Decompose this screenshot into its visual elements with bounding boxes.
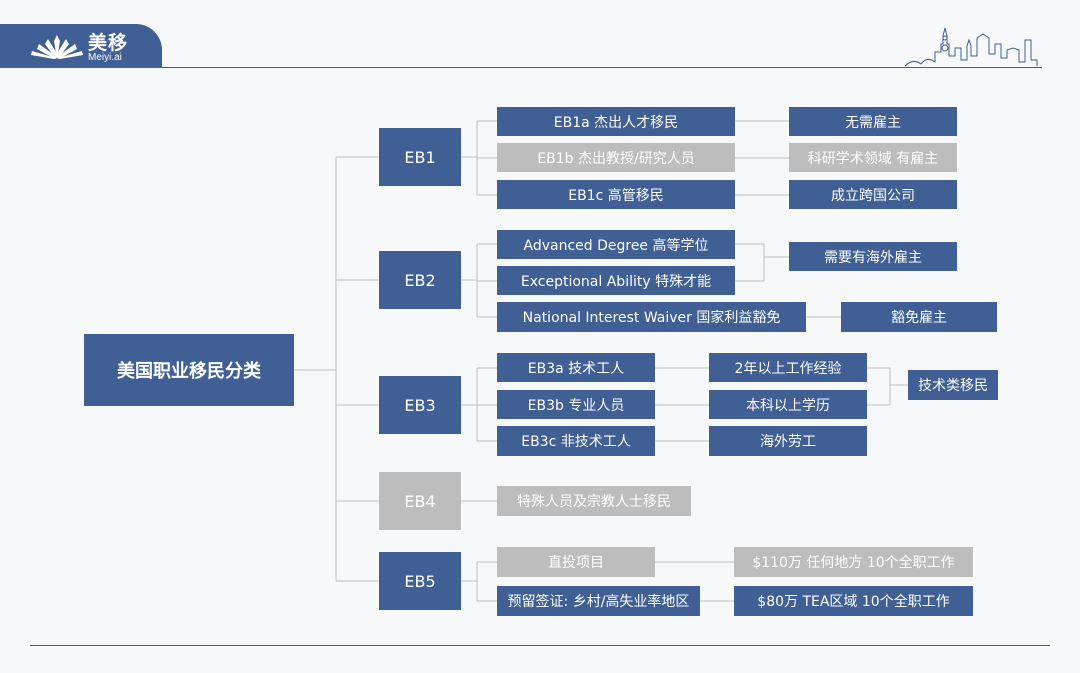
eb1c-note: 成立跨国公司 — [789, 180, 957, 209]
eb3a-requirement: 2年以上工作经验 — [709, 353, 867, 382]
eb2-employer-note: 需要有海外雇主 — [789, 242, 957, 271]
eb4-desc: 特殊人员及宗教人士移民 — [497, 486, 691, 516]
eb5-direct-node: 直投项目 — [497, 547, 655, 577]
eb1b-note: 科研学术领域 有雇主 — [789, 143, 957, 172]
footer-rule — [30, 645, 1050, 646]
eb3b-node: EB3b 专业人员 — [497, 390, 655, 419]
root-node: 美国职业移民分类 — [84, 334, 294, 406]
city-skyline-icon — [905, 27, 1038, 67]
eb2-advanced-degree-node: Advanced Degree 高等学位 — [497, 230, 735, 259]
eb2-node: EB2 — [379, 251, 461, 309]
eb3c-requirement: 海外劳工 — [709, 426, 867, 456]
eb5-reserved-note: $80万 TEA区域 10个全职工作 — [734, 586, 973, 616]
eb1a-note: 无需雇主 — [789, 107, 957, 136]
eb4-node: EB4 — [379, 472, 461, 530]
eb3c-node: EB3c 非技术工人 — [497, 426, 655, 456]
eb1c-node: EB1c 高管移民 — [497, 180, 735, 209]
eb2-niw-node: National Interest Waiver 国家利益豁免 — [497, 302, 806, 332]
eb5-reserved-node: 预留签证: 乡村/高失业率地区 — [497, 586, 700, 616]
brand-name-en: Meiyi.ai — [88, 52, 122, 63]
eb5-direct-note: $110万 任何地方 10个全职工作 — [734, 547, 973, 577]
eb3-node: EB3 — [379, 376, 461, 434]
eb5-node: EB5 — [379, 552, 461, 610]
eb3a-node: EB3a 技术工人 — [497, 353, 655, 382]
eb3-skilled-note: 技术类移民 — [908, 370, 998, 400]
header-rule — [162, 67, 1042, 68]
brand-header: 美移 Meiyi.ai — [0, 24, 162, 68]
eb1b-node: EB1b 杰出教授/研究人员 — [497, 143, 735, 172]
eb2-exceptional-ability-node: Exceptional Ability 特殊才能 — [497, 266, 735, 295]
brand-name-cn: 美移 — [88, 32, 129, 54]
lotus-logo-icon — [31, 35, 83, 59]
eb1-node: EB1 — [379, 128, 461, 186]
eb3b-requirement: 本科以上学历 — [709, 390, 867, 419]
eb1a-node: EB1a 杰出人才移民 — [497, 107, 735, 136]
eb2-niw-note: 豁免雇主 — [841, 302, 997, 332]
